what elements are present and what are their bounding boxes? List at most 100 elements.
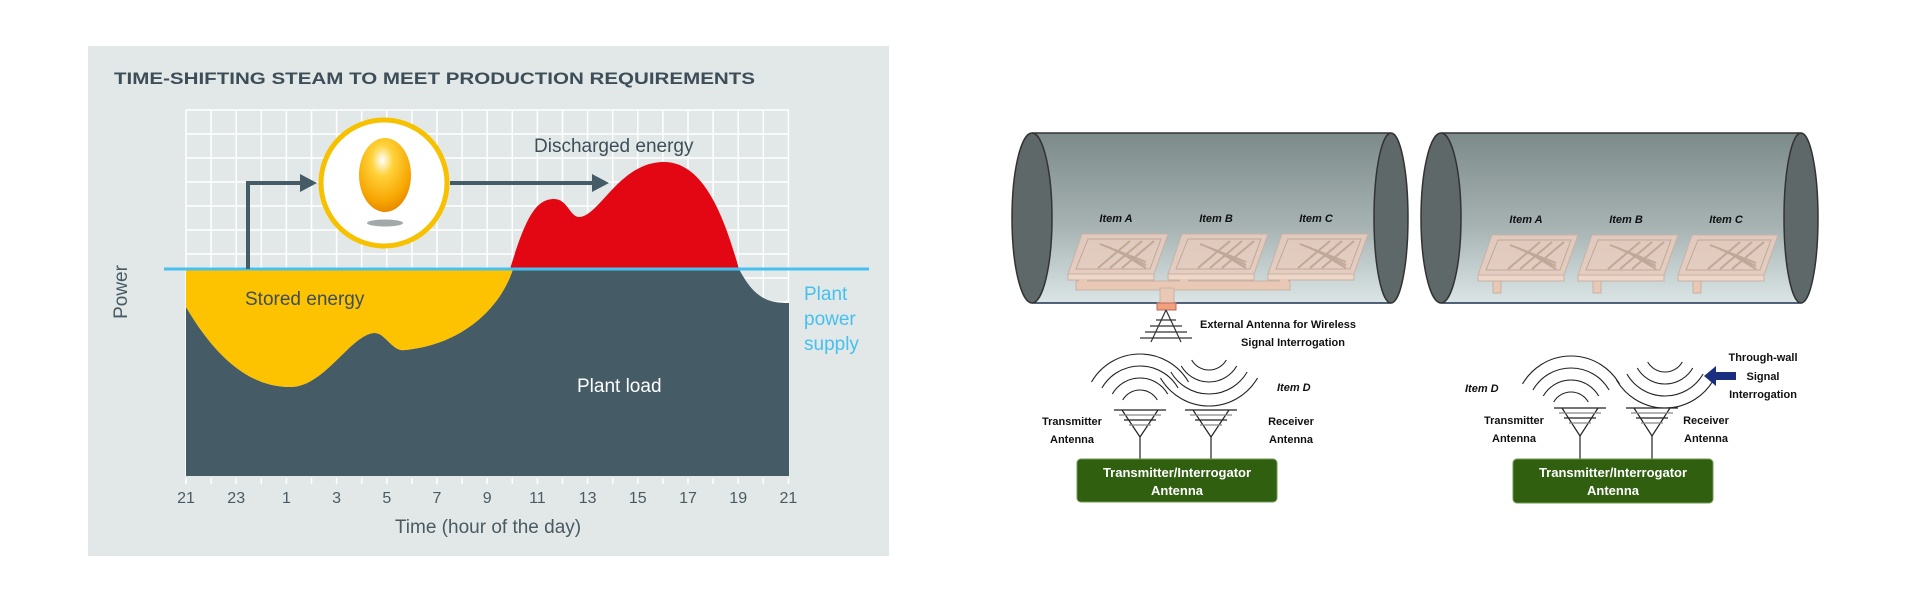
tx-label-1: Transmitter [1484, 415, 1545, 427]
through-wall-arrow-icon [1704, 366, 1736, 386]
x-tick-label: 7 [433, 490, 442, 507]
x-tick-label: 9 [483, 490, 492, 507]
interrogator-label-1: Transmitter/Interrogator [1103, 465, 1251, 480]
item-tag: Item A [1477, 214, 1579, 282]
chip-stub [1592, 280, 1602, 294]
antenna-icon [1626, 407, 1678, 459]
x-tick-label: 11 [529, 490, 546, 507]
receive-wave [1636, 367, 1694, 385]
receive-wave [1180, 365, 1238, 383]
egg-shadow [367, 219, 403, 227]
item-label: Item A [1099, 213, 1132, 225]
x-tick-label: 19 [729, 490, 747, 507]
x-tick-label: 21 [177, 490, 195, 507]
tx-label-2: Antenna [1050, 434, 1095, 446]
feed-connector [1159, 287, 1175, 305]
chip-stub [1180, 279, 1188, 284]
transmit-wave [1542, 379, 1600, 397]
external-port [1156, 302, 1177, 311]
item-tag: Item B [1167, 213, 1269, 281]
plant-load-area [186, 269, 789, 476]
rx-label-2: Antenna [1269, 434, 1314, 446]
x-tick-label: 17 [679, 490, 697, 507]
through-wall-label-2: Signal [1746, 371, 1779, 383]
plant-supply-label-3: supply [804, 334, 859, 355]
x-tick-label: 1 [282, 490, 291, 507]
x-tick-label: 21 [780, 490, 798, 507]
discharged-energy-area [510, 162, 739, 269]
receive-wave [1191, 359, 1227, 371]
chart-title: TIME-SHIFTING STEAM TO MEET PRODUCTION R… [114, 69, 755, 88]
stored-energy-label: Stored energy [245, 289, 365, 310]
receive-wave [1626, 373, 1704, 397]
receive-wave [1647, 361, 1683, 373]
transmit-wave [1553, 391, 1589, 403]
interrogation-diagram: Item A Item B Item C Item A Item B Item C Ex… [1011, 132, 1819, 504]
rx-label-1: Receiver [1268, 416, 1315, 428]
item-label: Item B [1609, 214, 1643, 226]
item-tag: Item B [1577, 214, 1679, 282]
x-tick-label: 5 [382, 490, 391, 507]
antennas [1114, 407, 1678, 459]
interrogator-box-right [1512, 458, 1714, 504]
interrogator-label-2: Antenna [1587, 483, 1640, 498]
time-shifting-chart: TIME-SHIFTING STEAM TO MEET PRODUCTION R… [88, 46, 889, 556]
x-tick-label: 23 [227, 490, 245, 507]
rx-label-2: Antenna [1684, 433, 1729, 445]
discharge-arrow-head [592, 174, 609, 192]
item-tag: Item A [1067, 213, 1169, 281]
chip-stub [1692, 280, 1702, 294]
rx-label-1: Receiver [1683, 415, 1730, 427]
pipe-end [1783, 132, 1819, 304]
antenna-icon [1185, 409, 1237, 459]
plant-supply-label-1: Plant [804, 284, 848, 305]
interrogator-label-2: Antenna [1151, 483, 1204, 498]
interrogator-box-left [1076, 458, 1278, 503]
pipe-end [1011, 132, 1053, 304]
transmit-wave [1532, 367, 1610, 391]
x-axis-label: Time (hour of the day) [395, 517, 581, 538]
receive-wave [1160, 377, 1258, 407]
item-tag: Item C [1267, 213, 1369, 281]
external-antenna-label-2: Signal Interrogation [1241, 337, 1345, 349]
pipe-end [1420, 132, 1462, 304]
item-d-label: Item D [1465, 383, 1499, 395]
stored-energy-area [186, 269, 513, 387]
receive-wave [1170, 371, 1248, 395]
item-label: Item A [1509, 214, 1542, 226]
item-label: Item B [1199, 213, 1233, 225]
hour-tick-marks [185, 478, 790, 484]
store-arrow [246, 181, 302, 269]
egg-icon [359, 138, 411, 212]
item-label: Item C [1299, 213, 1334, 225]
items-right: Item A Item B Item C [1477, 214, 1779, 294]
x-tick-label: 15 [629, 490, 647, 507]
plant-supply-label-2: power [804, 309, 856, 330]
chip-stub [1492, 280, 1502, 294]
chip-stub [1079, 279, 1087, 284]
items-left: Item A Item B Item C [1067, 213, 1369, 284]
through-wall-label-1: Through-wall [1728, 352, 1797, 364]
interrogator-label-1: Transmitter/Interrogator [1539, 465, 1687, 480]
external-antenna-icon [1140, 309, 1192, 343]
pipe-end [1373, 132, 1409, 304]
antenna-icon [1114, 409, 1166, 459]
tx-label-1: Transmitter [1042, 416, 1103, 428]
x-tick-label: 13 [579, 490, 597, 507]
transmit-wave [1111, 377, 1169, 395]
signal-waves [1091, 353, 1714, 409]
tx-label-2: Antenna [1492, 433, 1537, 445]
transmit-wave [1101, 365, 1179, 389]
antenna-icon [1554, 407, 1606, 459]
chip-stub [1280, 279, 1288, 284]
store-arrow-head [300, 174, 317, 192]
x-tick-label: 3 [332, 490, 341, 507]
plant-load-label: Plant load [577, 376, 662, 397]
through-wall-label-3: Interrogation [1729, 389, 1797, 401]
transmit-wave [1122, 389, 1158, 401]
item-label: Item C [1709, 214, 1744, 226]
external-antenna-label-1: External Antenna for Wireless [1200, 319, 1356, 331]
item-d-label: Item D [1277, 382, 1311, 394]
